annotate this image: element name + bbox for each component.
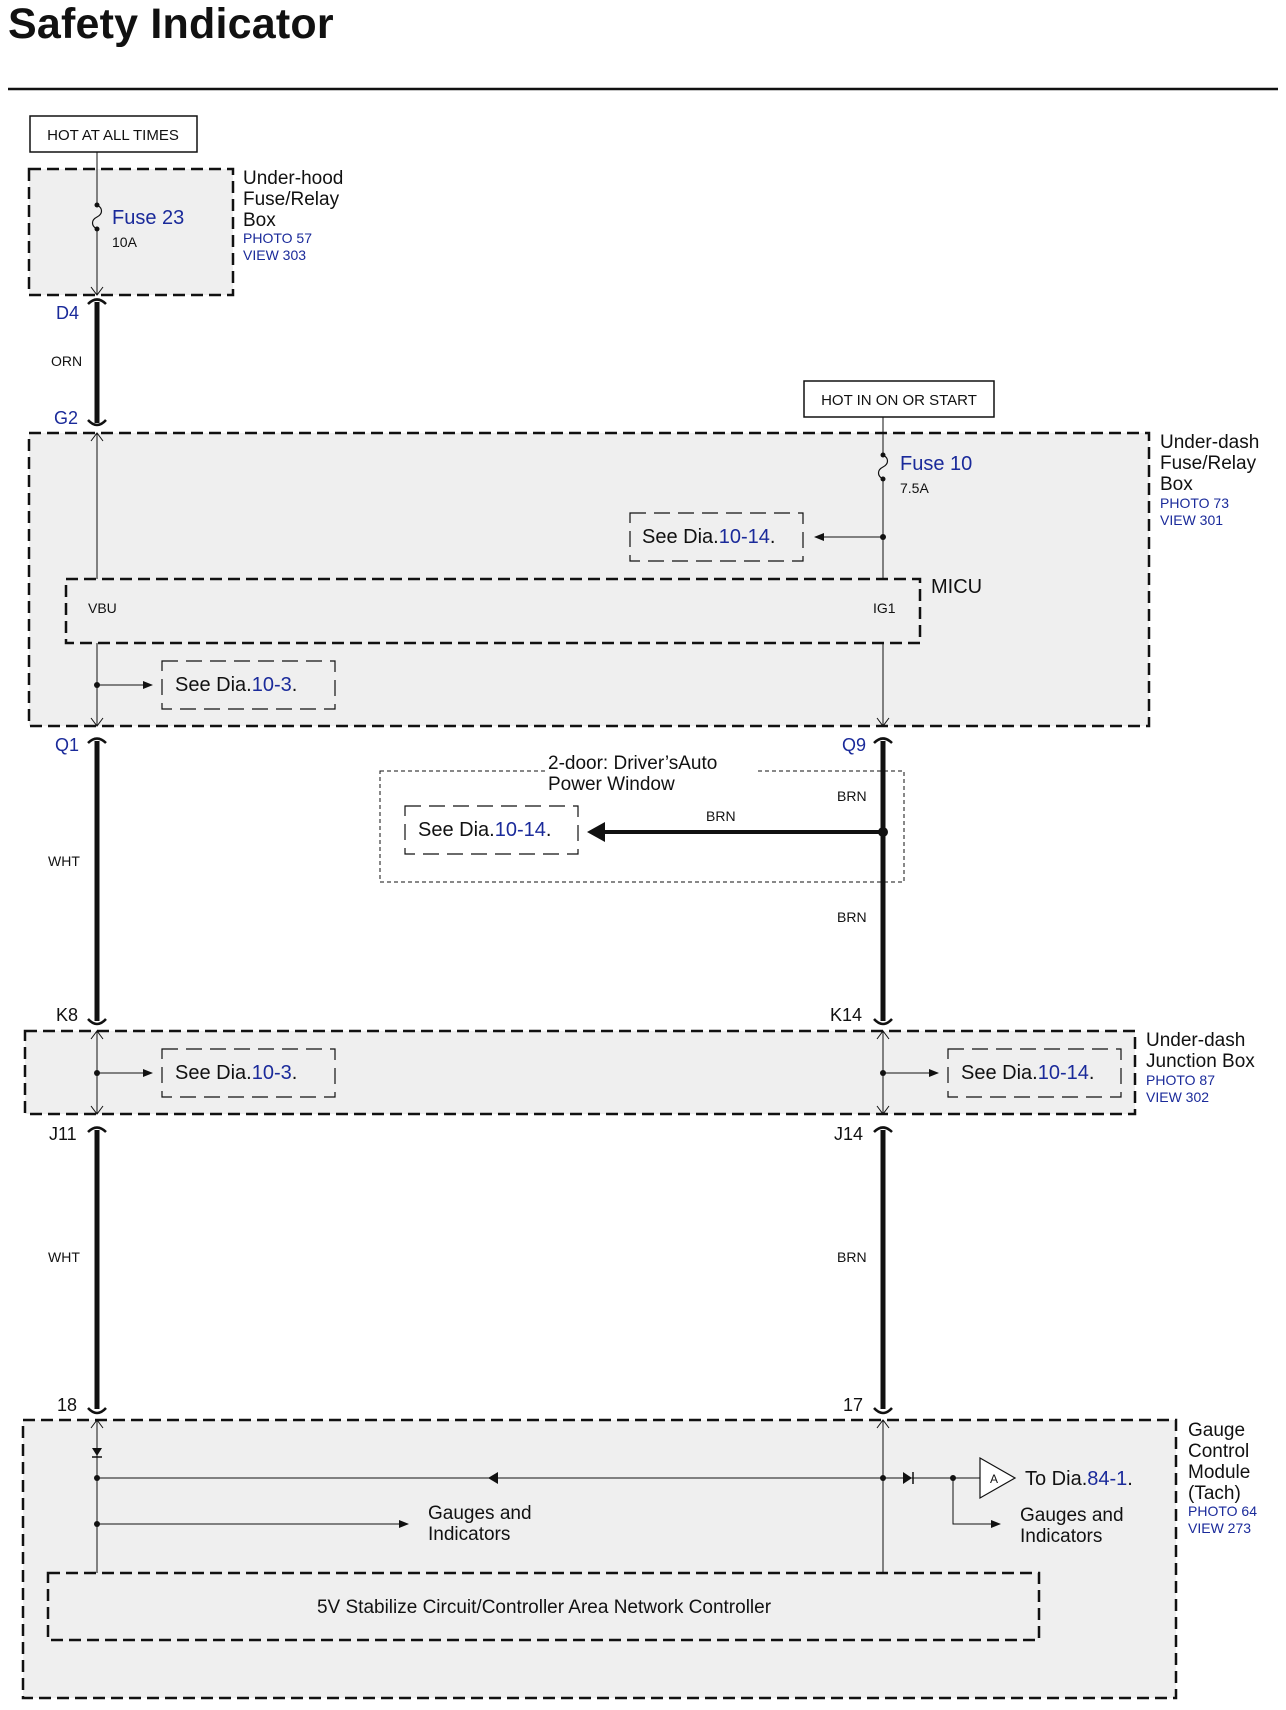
fuse-23-label: Fuse 23	[112, 207, 184, 229]
connector-q9-symbol	[873, 737, 893, 744]
underhood-box-name-1: Under-hood	[243, 168, 343, 189]
gauge-module-name-1: Gauge	[1188, 1420, 1245, 1441]
connector-g2: G2	[54, 408, 78, 428]
underhood-box-name-3: Box	[243, 210, 276, 231]
connector-k8-symbol	[87, 1018, 107, 1026]
connector-pin-18: 18	[57, 1395, 77, 1415]
fuse-10-label: Fuse 10	[900, 453, 972, 475]
see-dia-10-14-ref-window[interactable]: See Dia.10-14.	[404, 805, 579, 855]
connector-a-symbol	[979, 1456, 1017, 1500]
connector-d4: D4	[56, 303, 79, 323]
fuse-10-rating: 7.5A	[900, 480, 929, 496]
micu-pin-ig1: IG1	[873, 600, 896, 616]
connector-pin-17: 17	[843, 1395, 863, 1415]
fuse-23-symbol	[91, 204, 103, 230]
connector-j14-symbol	[873, 1126, 893, 1133]
diode-right	[903, 1472, 912, 1484]
hot-at-all-times-label: HOT AT ALL TIMES	[29, 115, 198, 153]
wire-brn-label-4: BRN	[837, 1249, 867, 1265]
junction-box-name-1: Under-dash	[1146, 1030, 1245, 1051]
micu-pin-vbu: VBU	[88, 600, 117, 616]
gauge-module-view: VIEW 273	[1188, 1520, 1251, 1536]
connector-q1-symbol	[87, 737, 107, 744]
underhood-box-photo: PHOTO 57	[243, 230, 312, 246]
two-door-option-box: 2-door: Driver’sAuto Power Window BRN Se…	[379, 752, 905, 883]
see-dia-10-14-ref-junction[interactable]: See Dia.10-14.	[947, 1048, 1122, 1098]
svg-text:HOT AT ALL TIMES: HOT AT ALL TIMES	[47, 127, 179, 144]
gauge-module-name-4: (Tach)	[1188, 1483, 1241, 1504]
gauge-module-photo: PHOTO 64	[1188, 1503, 1257, 1519]
gauges-right-label-1: Gauges and	[1020, 1505, 1124, 1526]
gauges-right-label-2: Indicators	[1020, 1526, 1102, 1547]
gauge-module-name-3: Module	[1188, 1462, 1250, 1483]
micu-label: MICU	[931, 576, 982, 598]
svg-text:See Dia.10-14.: See Dia.10-14.	[418, 819, 551, 841]
underdash-box-name-1: Under-dash	[1160, 432, 1259, 453]
junction-box-photo: PHOTO 87	[1146, 1072, 1215, 1088]
junction-box-name-2: Junction Box	[1146, 1051, 1255, 1072]
wire-orn-label: ORN	[51, 353, 82, 369]
gauges-left-label-1: Gauges and	[428, 1503, 532, 1524]
underdash-box-name-2: Fuse/Relay	[1160, 453, 1257, 474]
svg-text:See Dia.10-3.: See Dia.10-3.	[175, 1062, 297, 1084]
gauge-module-name-2: Control	[1188, 1441, 1249, 1462]
diode-left	[92, 1448, 102, 1456]
see-dia-10-3-ref-top[interactable]: See Dia.10-3.	[161, 660, 336, 710]
connector-a-label: A	[990, 1472, 998, 1486]
can-controller-box: 5V Stabilize Circuit/Controller Area Net…	[46, 1571, 1041, 1642]
underhood-box-name-2: Fuse/Relay	[243, 189, 340, 210]
can-controller-label: 5V Stabilize Circuit/Controller Area Net…	[317, 1597, 772, 1618]
underdash-box-photo: PHOTO 73	[1160, 495, 1229, 511]
underhood-box-view: VIEW 303	[243, 247, 306, 263]
wire-brn-label-3: BRN	[837, 909, 867, 925]
connector-j11: J11	[49, 1124, 77, 1144]
connector-j14: J14	[834, 1124, 863, 1144]
underdash-junction-box: See Dia.10-3. See Dia.10-14. Under-dash …	[23, 1029, 1255, 1116]
to-dia-84-1-ref[interactable]: To Dia.84-1.	[1025, 1468, 1133, 1490]
wire-wht-upper-label: WHT	[48, 853, 80, 869]
connector-q1: Q1	[55, 735, 79, 755]
connector-j11-symbol	[87, 1126, 107, 1133]
gauge-control-module: Gauge Control Module (Tach) PHOTO 64 VIE…	[21, 1418, 1257, 1700]
connector-pin-17-symbol	[873, 1407, 893, 1415]
underdash-box-view: VIEW 301	[1160, 512, 1223, 528]
fuse-10-symbol	[877, 454, 889, 480]
underhood-fuse-relay-box: Fuse 23 10A Under-hood Fuse/Relay Box PH…	[27, 152, 343, 297]
svg-text:See Dia.10-14.: See Dia.10-14.	[961, 1062, 1094, 1084]
page-title: Safety Indicator	[8, 0, 334, 48]
connector-q9: Q9	[842, 735, 866, 755]
connector-k14: K14	[830, 1005, 862, 1025]
svg-text:See Dia.10-14.: See Dia.10-14.	[642, 526, 775, 548]
connector-g2-symbol	[87, 419, 107, 427]
connector-k8: K8	[56, 1005, 78, 1025]
underdash-fuse-relay-box: Under-dash Fuse/Relay Box PHOTO 73 VIEW …	[27, 417, 1259, 728]
two-door-label-1: 2-door: Driver’sAuto	[548, 753, 717, 774]
wire-brn-label-1: BRN	[837, 788, 867, 804]
wire-wht-lower-label: WHT	[48, 1249, 80, 1265]
underdash-box-name-3: Box	[1160, 474, 1193, 495]
micu-unit: VBU IG1 MICU	[64, 576, 982, 645]
connector-k14-symbol	[873, 1018, 893, 1026]
two-door-label-2: Power Window	[548, 774, 675, 795]
wire-brn-label-2: BRN	[706, 808, 736, 824]
svg-text:HOT IN ON OR START: HOT IN ON OR START	[821, 392, 977, 409]
svg-text:See Dia.10-3.: See Dia.10-3.	[175, 674, 297, 696]
connector-d4-symbol	[87, 298, 107, 305]
see-dia-10-3-ref-junction[interactable]: See Dia.10-3.	[161, 1048, 336, 1098]
hot-in-on-or-start-label: HOT IN ON OR START	[803, 380, 995, 418]
gauges-left-label-2: Indicators	[428, 1524, 510, 1545]
svg-text:To Dia.84-1.: To Dia.84-1.	[1025, 1468, 1133, 1490]
connector-pin-18-symbol	[87, 1407, 107, 1415]
fuse-23-rating: 10A	[112, 234, 138, 250]
junction-box-view: VIEW 302	[1146, 1089, 1209, 1105]
see-dia-10-14-ref-top[interactable]: See Dia.10-14.	[629, 512, 804, 562]
